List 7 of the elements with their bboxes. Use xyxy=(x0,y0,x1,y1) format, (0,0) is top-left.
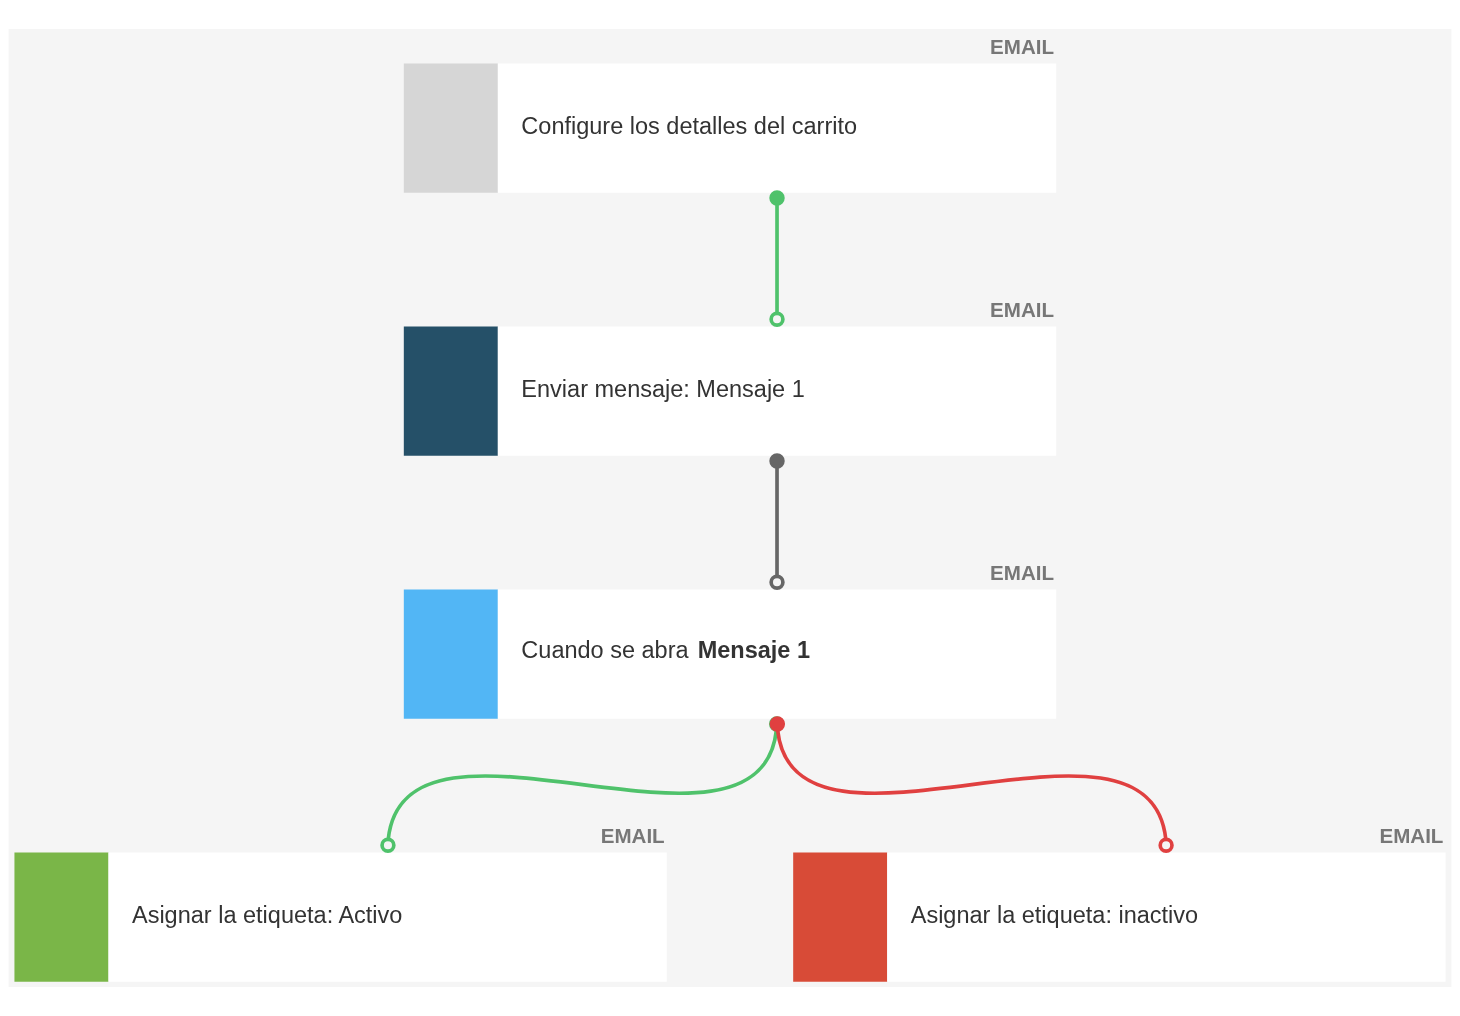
node-label: EMAIL xyxy=(990,560,1055,584)
node-label: EMAIL xyxy=(990,297,1055,321)
connector xyxy=(769,453,785,590)
node-label: EMAIL xyxy=(600,823,665,847)
connector xyxy=(769,190,785,327)
node-label: EMAIL xyxy=(1379,823,1444,847)
node-label: EMAIL xyxy=(990,34,1055,58)
